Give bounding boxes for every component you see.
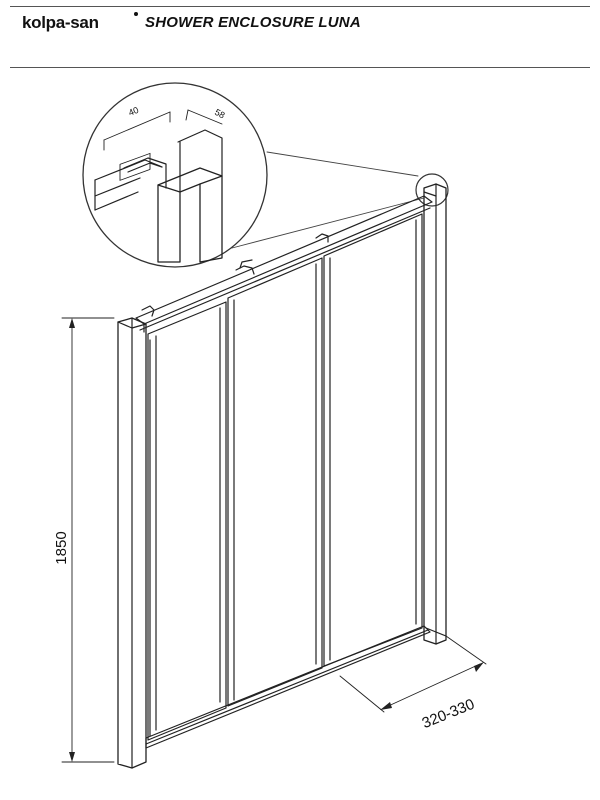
- dimension-label-40: 40: [127, 105, 140, 118]
- height-arrow-bottom: [69, 752, 75, 762]
- depth-extension-right: [445, 635, 487, 665]
- header-rule-top: [10, 6, 590, 7]
- detail-reference-circle: [415, 173, 449, 207]
- brand-logo-mark: [134, 12, 138, 16]
- profile-detail-callout: 40 58: [82, 82, 425, 268]
- left-post: [117, 317, 147, 769]
- dimension-label-height: 1850: [53, 531, 70, 564]
- dimension-label-depth: 320-330: [420, 696, 477, 732]
- dimension-profile-depth: 58: [185, 107, 227, 125]
- sliding-panel-right: [323, 213, 423, 667]
- depth-arrow-left: [380, 702, 392, 710]
- depth-dimension-line: [383, 663, 481, 709]
- depth-arrow-right: [474, 662, 484, 672]
- bottom-rail: [145, 625, 447, 749]
- brand-logo-text: kolpa-san: [22, 13, 99, 32]
- sliding-panel-left: [147, 301, 227, 741]
- roller-2: [235, 265, 255, 275]
- header-rule-bottom: [10, 67, 590, 68]
- roller-hangers: [141, 233, 329, 317]
- enclosure-main: [117, 183, 447, 769]
- roller-3: [315, 233, 329, 243]
- detail-circle: [82, 82, 268, 268]
- dimension-label-58: 58: [213, 107, 227, 121]
- dimension-profile-width: 40: [103, 105, 171, 151]
- detail-leader-top: [266, 151, 419, 177]
- dimension-height: 1850: [53, 317, 115, 763]
- depth-extension-left: [339, 675, 385, 713]
- profile-section: [94, 129, 223, 263]
- roller-1: [141, 305, 155, 317]
- document-header: kolpa-san SHOWER ENCLOSURE LUNA: [0, 0, 600, 70]
- sliding-panel-middle: [227, 257, 323, 707]
- roller-2-top: [239, 259, 253, 269]
- detail-leader-bottom: [231, 197, 425, 249]
- height-arrow-top: [69, 318, 75, 328]
- document-title: SHOWER ENCLOSURE LUNA: [145, 14, 361, 31]
- right-post: [423, 183, 447, 645]
